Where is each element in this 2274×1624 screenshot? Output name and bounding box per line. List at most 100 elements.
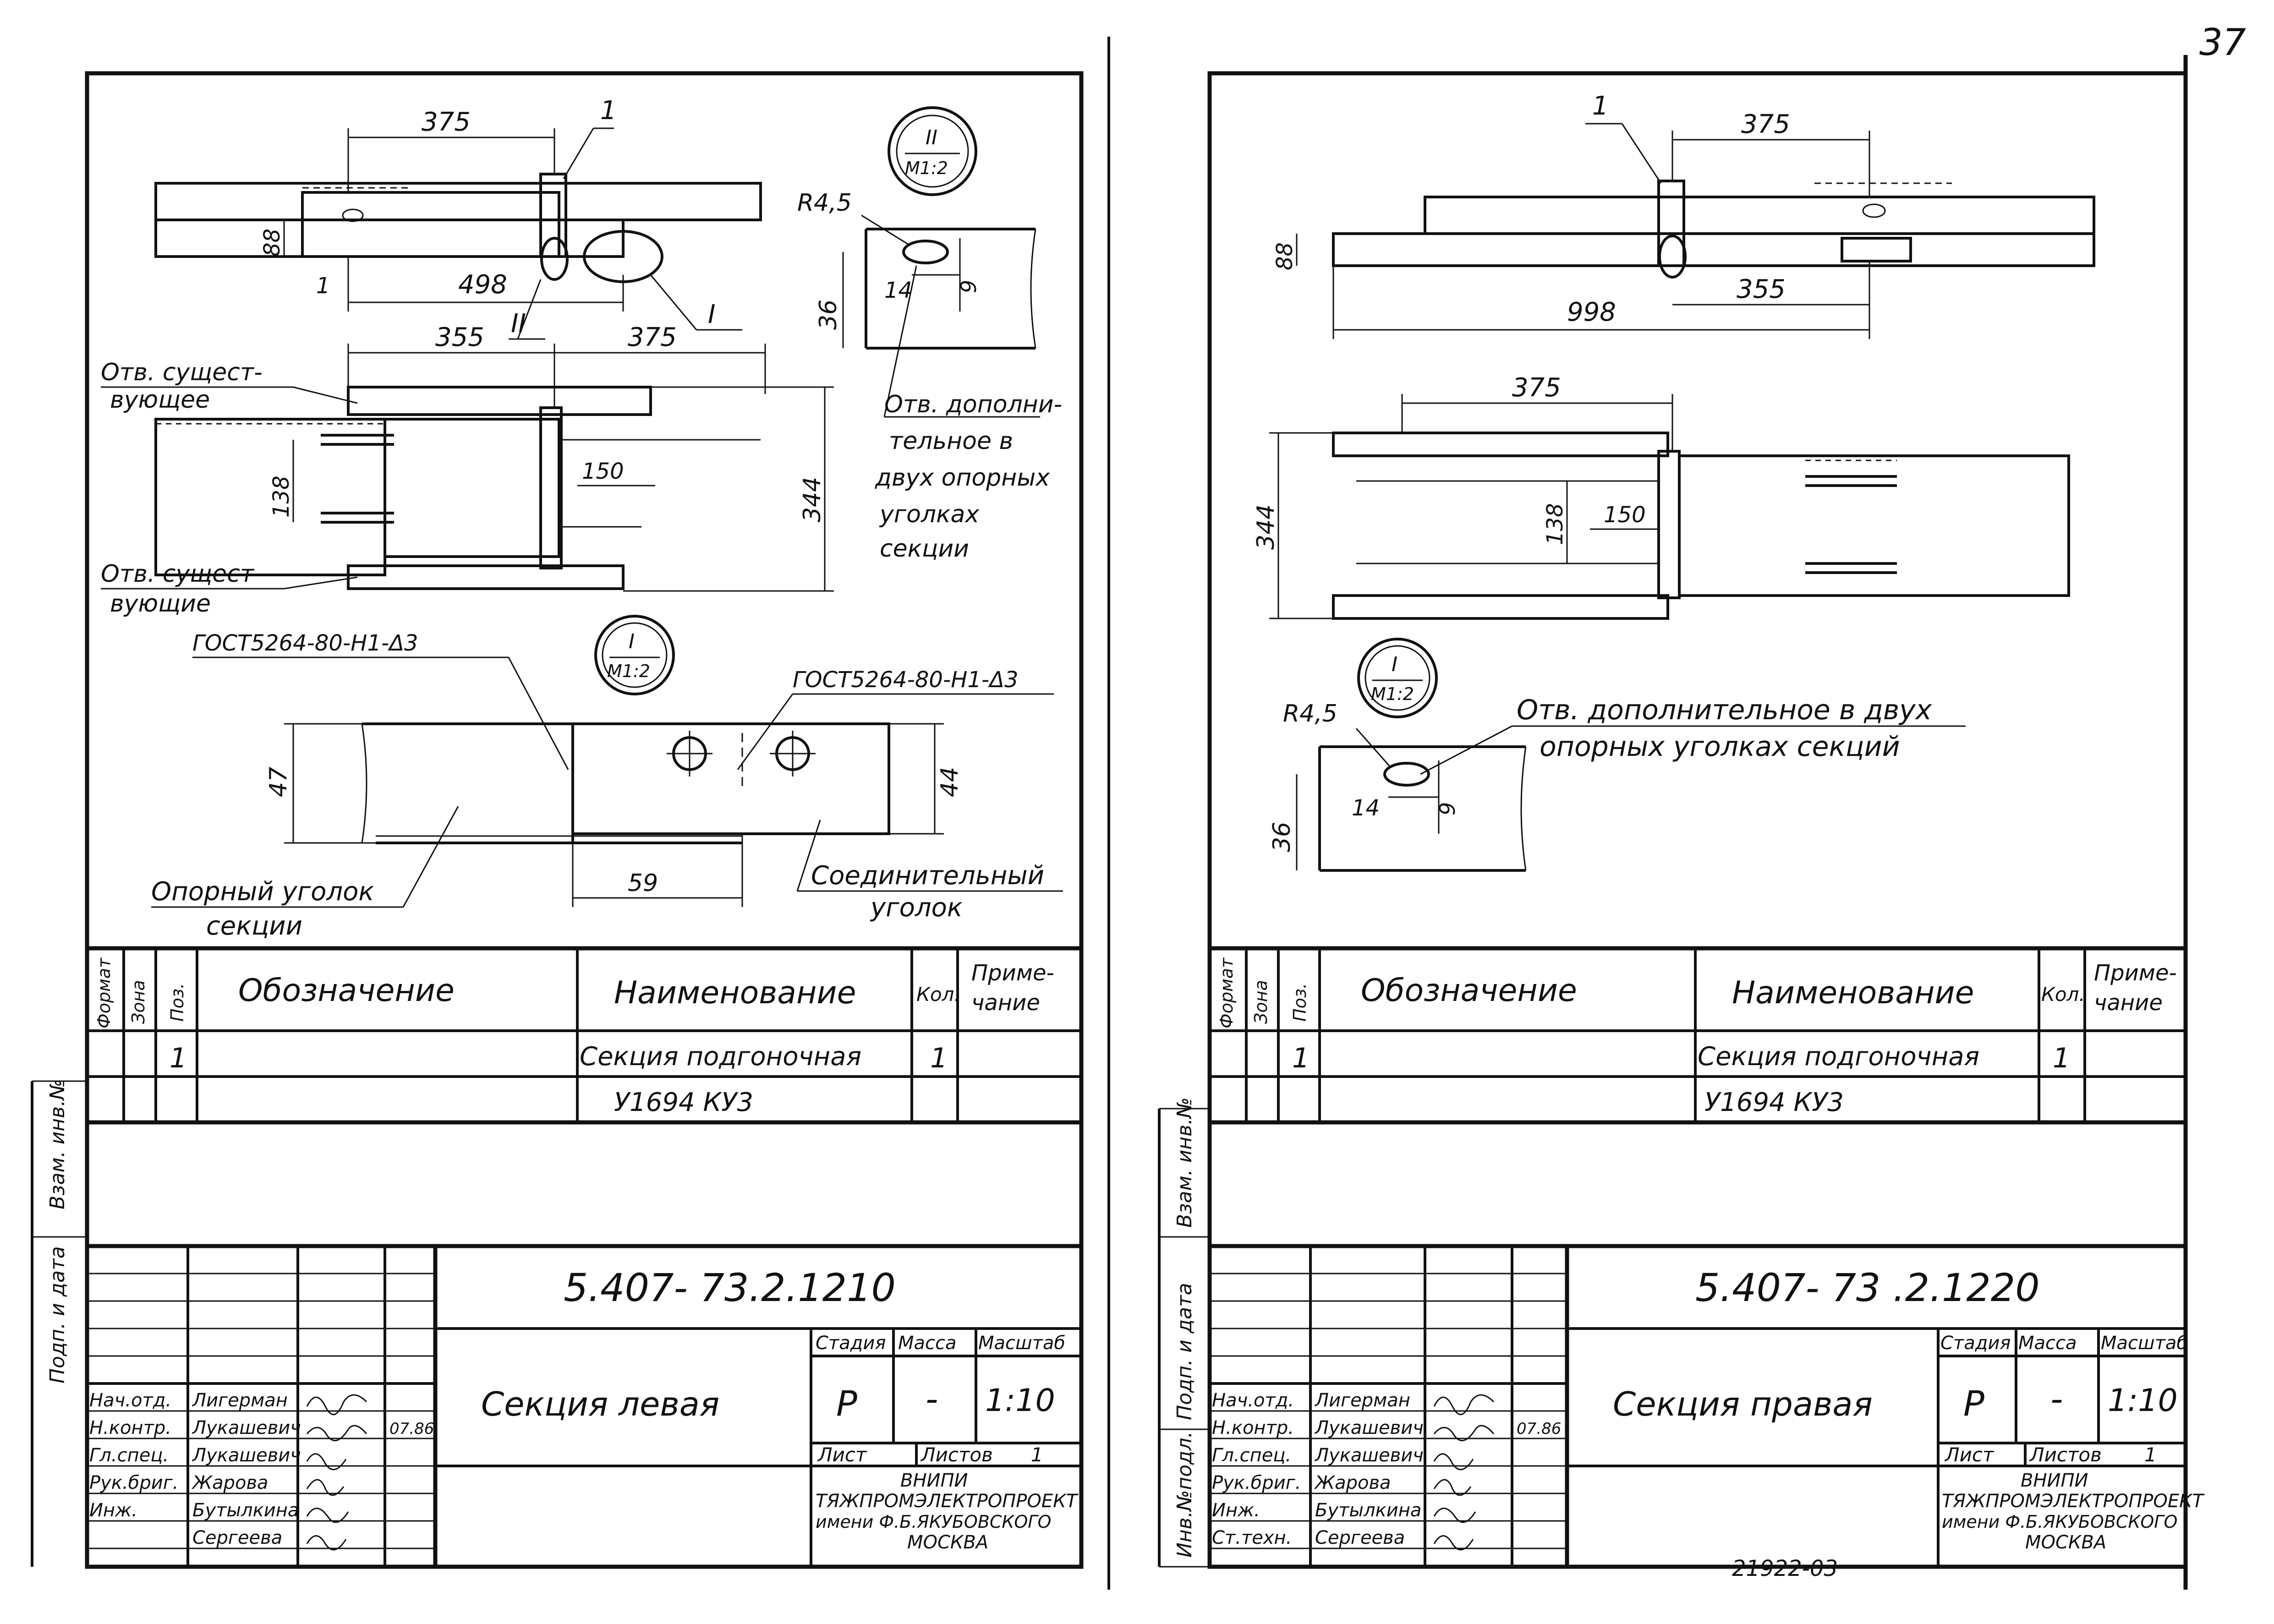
left-title-mass: - — [926, 1378, 938, 1419]
left-top-view: 375 88 498 1 1 II I — [154, 96, 762, 340]
left-note-top-1: Отв. сущест- — [101, 359, 263, 386]
right-spec-h-designation: Обозначение — [1361, 973, 1577, 1009]
right-detail-I-note-1: Отв. дополнительное в двух — [1517, 694, 1932, 726]
left-callout-I: I — [708, 300, 716, 329]
right-spec-row-name2: У1694 КУ3 — [1704, 1088, 1844, 1117]
right-signature-3 — [1433, 1453, 1474, 1471]
right-role-5: Инж. — [1212, 1500, 1260, 1521]
left-sheet: Взам. инв.№ Подп. и дата 375 88 498 1 — [31, 71, 1084, 1569]
left-spec-h-zone: Зона — [128, 980, 148, 1024]
right-mid-dim-375: 375 — [1512, 373, 1561, 403]
right-top-dim-88: 88 — [1272, 242, 1298, 270]
left-side-label-2: Подп. и дата — [46, 1246, 69, 1383]
left-callout-1: 1 — [600, 96, 617, 126]
left-frame — [85, 71, 1084, 1569]
right-mid-dim-150: 150 — [1604, 502, 1646, 528]
right-top-dim-375: 375 — [1741, 109, 1790, 139]
left-signature-5 — [306, 1508, 349, 1523]
left-top-dim-88: 88 — [259, 229, 285, 257]
left-detail-II-dim-14: 14 — [884, 278, 912, 303]
right-sheet: Инв.№подл. Подп. и дата Взам. инв.№ 375 … — [1158, 71, 2205, 1569]
left-spec-row-name1: Секция подгоночная — [580, 1042, 861, 1072]
right-detail-I-note-2: опорных уголках секций — [1540, 731, 1900, 763]
left-role-2: Н.контр. — [89, 1417, 171, 1438]
right-spec-h-note2: чание — [2094, 990, 2163, 1016]
right-detail-I: I М1:2 36 R4,5 14 9 Отв. дополнительное … — [1268, 638, 1966, 872]
left-spec-row-qty: 1 — [930, 1042, 948, 1074]
right-title-org-1: ВНИПИ — [2021, 1470, 2088, 1491]
right-signature-6 — [1433, 1535, 1474, 1551]
right-title-org-4: МОСКВА — [2025, 1532, 2106, 1553]
left-detail-I-note-right-1: Соединительный — [811, 861, 1044, 891]
right-spec-h-name: Наименование — [1732, 975, 1974, 1011]
left-top-dim-1: 1 — [316, 273, 330, 299]
right-top-dim-355: 355 — [1737, 274, 1786, 304]
left-note-right-4: уголках — [879, 501, 980, 528]
right-role-3: Гл.спец. — [1212, 1445, 1291, 1466]
left-spec-h-qty: Кол. — [916, 983, 960, 1006]
left-note-right-5: секции — [880, 535, 969, 563]
left-mid-dim-138: 138 — [268, 476, 294, 518]
right-mid-dim-138: 138 — [1542, 503, 1568, 545]
right-side-label-3: Взам. инв.№ — [1173, 1097, 1196, 1228]
right-title-date: 07.86 — [1517, 1420, 1561, 1438]
left-title-org-1: ВНИПИ — [900, 1470, 968, 1491]
right-callout-1: 1 — [1592, 91, 1609, 121]
right-title-sheets-label: Листов — [2029, 1444, 2102, 1466]
right-mid-dim-344: 344 — [1252, 504, 1280, 550]
left-name-2: Лукашевич — [192, 1417, 301, 1438]
right-role-4: Рук.бриг. — [1212, 1472, 1301, 1493]
left-note-right-2: тельное в — [889, 427, 1013, 455]
right-side-label-1: Инв.№подл. — [1173, 1431, 1196, 1558]
right-signature-5 — [1433, 1508, 1476, 1523]
left-title-name: Секция левая — [481, 1385, 719, 1423]
left-name-3: Лукашевич — [192, 1445, 301, 1466]
left-spec-row-pos: 1 — [170, 1042, 187, 1074]
left-spec-h-note1: Приме- — [971, 960, 1054, 986]
left-side-label-1: Взам. инв.№ — [46, 1079, 69, 1209]
right-signature-1 — [1433, 1394, 1495, 1416]
left-title-sheet-label: Лист — [817, 1444, 867, 1466]
left-name-1: Лигерман — [192, 1390, 288, 1411]
left-detail-I-note-right-2: уголок — [870, 893, 963, 923]
left-title-block: 5.407- 73.2.1210 Секция левая Стадия Мас… — [87, 1244, 1081, 1567]
left-detail-II-label: II — [926, 126, 937, 149]
right-spec-h-format: Формат — [1216, 957, 1237, 1028]
left-title-code: 5.407- 73.2.1210 — [564, 1265, 896, 1310]
right-title-stage-label: Стадия — [1940, 1333, 2011, 1354]
left-detail-II-scale: М1:2 — [905, 158, 948, 178]
right-signature-4 — [1433, 1479, 1472, 1496]
left-mid-dim-344: 344 — [799, 477, 826, 522]
left-title-org-3: имени Ф.Б.ЯКУБОВСКОГО — [816, 1512, 1051, 1532]
right-detail-I-label: I — [1392, 653, 1397, 676]
right-middle-view: 375 344 138 150 — [1252, 373, 2070, 620]
left-top-dim-375: 375 — [422, 107, 471, 137]
right-name-1: Лигерман — [1314, 1390, 1410, 1411]
right-title-scale: 1:10 — [2108, 1383, 2178, 1419]
left-role-4: Рук.бриг. — [89, 1472, 178, 1493]
right-spec-table: Формат Зона Поз. Обозначение Наименовани… — [1210, 946, 2186, 1125]
right-side-label-2: Подп. и дата — [1173, 1283, 1196, 1420]
left-role-3: Гл.спец. — [89, 1445, 169, 1466]
right-top-dim-998: 998 — [1567, 297, 1616, 327]
left-detail-II: II М1:2 36 R4,5 14 9 — [797, 106, 1036, 350]
right-role-1: Нач.отд. — [1212, 1390, 1294, 1411]
left-detail-II-dim-r45: R4,5 — [797, 189, 852, 217]
right-detail-I-scale: М1:2 — [1371, 684, 1414, 704]
right-title-sheets: 1 — [2144, 1444, 2157, 1466]
right-title-sheet-label: Лист — [1944, 1444, 1995, 1466]
left-weld-label-right: ГОСТ5264-80-Н1-Δ3 — [793, 667, 1019, 693]
left-detail-I-note-left-1: Опорный уголок — [151, 877, 374, 907]
right-detail-I-dim-r45: R4,5 — [1283, 700, 1337, 727]
left-spec-h-name: Наименование — [614, 975, 856, 1011]
right-signature-2 — [1433, 1425, 1495, 1441]
left-signature-2 — [306, 1425, 367, 1441]
left-weld-label-left: ГОСТ5264-80-Н1-Δ3 — [192, 630, 418, 656]
left-role-1: Нач.отд. — [89, 1390, 171, 1411]
left-mid-dim-150: 150 — [582, 459, 624, 484]
left-mid-dim-375: 375 — [628, 323, 677, 352]
left-title-stage-label: Стадия — [816, 1333, 886, 1354]
left-spec-row-name2: У1694 КУ3 — [614, 1088, 753, 1117]
left-callout-II: II — [511, 309, 526, 339]
left-note-bottom-2: вующие — [110, 590, 211, 618]
